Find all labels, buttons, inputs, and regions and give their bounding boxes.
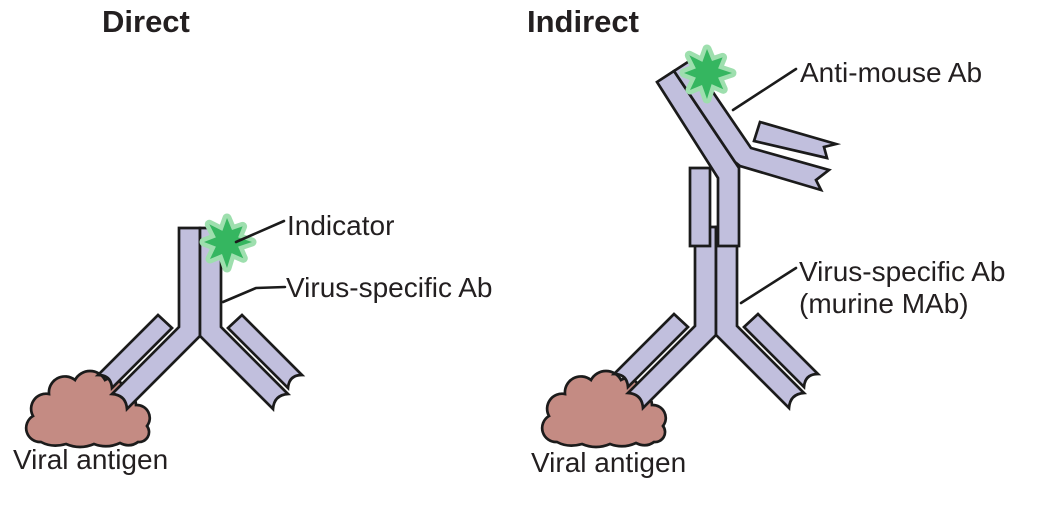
anti-mouse-ab-label: Anti-mouse Ab [800, 57, 983, 88]
viral-antigen-label-direct: Viral antigen [13, 444, 169, 475]
indicator-star-direct [204, 218, 252, 268]
virus-specific-antibody-direct [96, 226, 304, 411]
panel-title-indirect: Indirect [527, 4, 639, 39]
virus-specific-ab-label-indirect: Virus-specific Ab (murine MAb) [799, 256, 1005, 320]
anti-mouse-leader-line [731, 67, 798, 112]
indicator-label: Indicator [287, 210, 395, 241]
indicator-leader-line [234, 219, 286, 244]
virus-ab-leader-line-indirect [739, 266, 798, 305]
virus-specific-ab-label-line1: Virus-specific Ab [799, 256, 1006, 287]
viral-antigen-label-indirect: Viral antigen [531, 447, 687, 478]
virus-specific-ab-label-direct: Virus-specific Ab [286, 272, 493, 303]
virus-ab-leader-line-direct [221, 285, 287, 304]
panel-title-direct: Direct [102, 4, 190, 39]
virus-specific-antibody-indirect [612, 225, 820, 410]
indicator-star-indirect [684, 49, 732, 99]
virus-specific-ab-label-line2: (murine MAb) [799, 288, 969, 319]
anti-mouse-light-chain-right [752, 120, 842, 160]
anti-mouse-light-chain-down [688, 166, 712, 248]
